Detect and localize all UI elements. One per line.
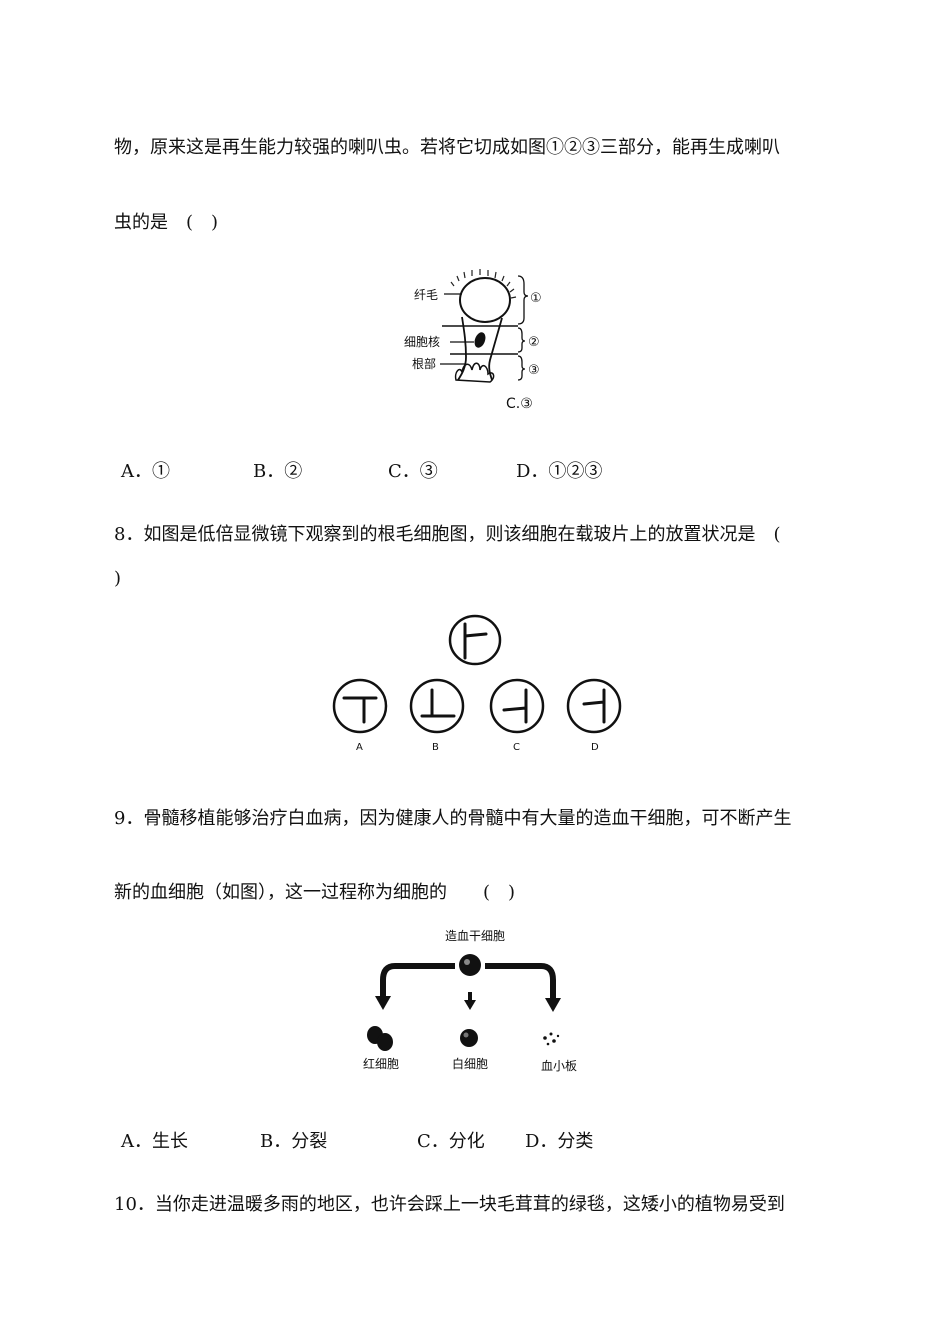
stem-cell xyxy=(459,954,481,976)
label-b: B xyxy=(432,742,439,753)
white-blood-cell xyxy=(460,1029,478,1047)
head-region xyxy=(459,277,511,323)
q7-text-line1: 物，原来这是再生能力较强的喇叭虫。若将它切成如图①②③三部分，能再生成喇叭 xyxy=(114,137,780,158)
mark-2: ② xyxy=(528,335,540,350)
q7-option-a: A．① xyxy=(121,461,170,482)
q9-text-line2: 新的血细胞（如图），这一过程称为细胞的 ( ) xyxy=(114,882,516,903)
q7-text-line2: 虫的是 ( ) xyxy=(114,212,219,233)
label-platelet: 血小板 xyxy=(541,1059,577,1073)
q10-text-line1: 10．当你走进温暖多雨的地区，也许会踩上一块毛茸茸的绿毯，这矮小的植物易受到 xyxy=(114,1194,785,1215)
label-white-cell: 白细胞 xyxy=(452,1056,488,1071)
label-c: C xyxy=(513,742,520,753)
label-nucleus: 细胞核 xyxy=(404,335,440,349)
cell-a xyxy=(332,678,388,734)
observed-cell xyxy=(448,614,502,666)
q8-text-line1: 8．如图是低倍显微镜下观察到的根毛细胞图，则该细胞在载玻片上的放置状况是 ( xyxy=(114,524,781,545)
q7-option-b: B．② xyxy=(253,461,303,482)
cell-d xyxy=(566,678,622,734)
label-a: A xyxy=(356,742,363,753)
mark-3: ③ xyxy=(528,363,540,378)
root-hair-cells-figure: A B C D xyxy=(332,614,622,753)
figure-caption: C.③ xyxy=(506,396,533,412)
q9-option-b: B．分裂 xyxy=(260,1131,328,1152)
q9-option-a: A．生长 xyxy=(121,1131,188,1152)
platelets xyxy=(543,1032,560,1046)
q7-option-c: C．③ xyxy=(388,461,438,482)
q9-text-line1: 9．骨髓移植能够治疗白血病，因为健康人的骨髓中有大量的造血干细胞，可不断产生 xyxy=(114,808,792,829)
q9-option-d: D．分类 xyxy=(525,1131,594,1152)
nucleus-shape xyxy=(474,332,486,348)
stem-cell-differentiation-figure: 造血干细胞 红细胞 白细胞 血小板 xyxy=(363,929,577,1073)
label-cilia: 纤毛 xyxy=(414,288,438,302)
cell-b xyxy=(409,678,465,734)
label-d: D xyxy=(591,742,599,753)
label-stem-cell: 造血干细胞 xyxy=(445,929,505,943)
trumpet-worm-figure: 纤毛 细胞核 根部 ① ② ③ C.③ xyxy=(404,269,542,412)
q7-option-d: D．①②③ xyxy=(516,461,603,482)
q8-text-line2: ) xyxy=(114,568,122,589)
label-root: 根部 xyxy=(412,356,436,371)
red-blood-cells xyxy=(367,1026,393,1051)
q9-option-c: C．分化 xyxy=(417,1131,485,1152)
label-red-cell: 红细胞 xyxy=(363,1056,399,1071)
mark-1: ① xyxy=(530,291,542,306)
cell-c xyxy=(489,678,545,734)
